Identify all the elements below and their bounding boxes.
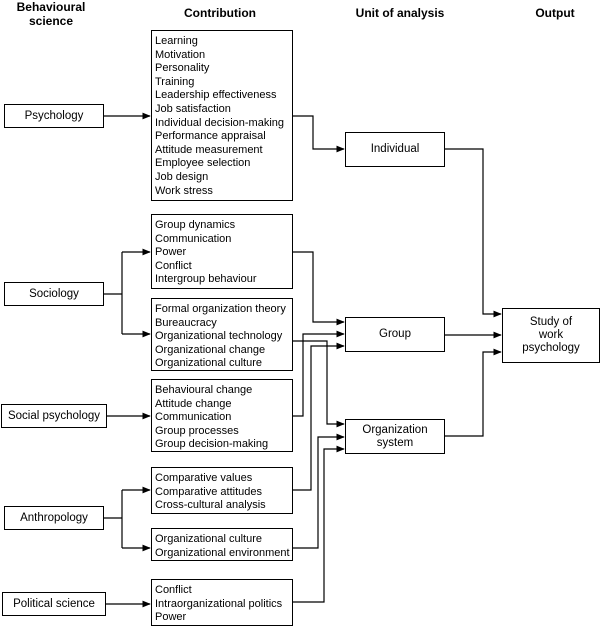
contribution-item: Comparative values [155,472,253,484]
header-contribution: Contribution [184,6,256,20]
arrow-individual-to-output [445,148,502,318]
contribution-item: Work stress [155,184,213,197]
arrow-sociology-group-to-group [293,251,345,326]
contribution-item: Organizational environment [155,546,290,559]
contribution-item: Cross-cultural analysis [155,499,266,512]
arrow-anthropology-culture-to-organization [293,433,345,549]
contribution-item: Power [155,611,187,624]
contribution-item: Leadership effectiveness [155,89,277,102]
contribution-item: Attitude measurement [155,143,263,156]
contribution-item: Communication [155,232,232,245]
contribution-item: Individual decision-making [155,116,285,129]
science-political-science: Political science [2,592,106,616]
contribution-item: Comparative attitudes [155,485,262,498]
contribution-item: Job satisfaction [155,102,231,115]
contribution-item: Organizational technology [155,330,283,343]
contribution-item: Conflict [155,259,192,272]
contribution-item: Motivation [155,48,206,61]
contribution-item: Bureaucracy [155,316,217,329]
output-study-of-work-psychology: Study of work psychology [502,308,600,363]
science-sociology: Sociology [4,282,104,306]
contribution-item: Organizational change [155,343,266,356]
contribution-item: Conflict [155,584,192,596]
contribution-item: Organizational culture [155,533,263,545]
science-psychology: Psychology [4,104,104,128]
unit-organization-system: Organization system [345,419,445,454]
contribution-item: Employee selection [155,157,251,170]
arrow-social-psychology-to-group [293,330,345,417]
contribution-item: Job design [155,170,209,183]
contribution-item: Training [155,75,195,88]
contribution-item: Intergroup behaviour [155,273,257,286]
science-social-psychology: Social psychology [1,404,107,428]
contribution-item: Power [155,246,187,259]
arrow-political-science-to-organization [293,445,345,603]
contribution-item: Performance appraisal [155,130,266,143]
arrow-organization-to-output [445,348,502,437]
contribution-item: Group decision-making [155,438,269,451]
unit-group: Group [345,317,445,352]
contribution-item: Formal organization theory [155,303,286,315]
header-output: Output [535,6,575,20]
science-anthropology: Anthropology [4,506,104,530]
contribution-item: Learning [155,35,198,47]
contribution-item: Communication [155,411,232,424]
contribution-item: Attitude change [155,397,232,410]
contribution-item: Personality [155,62,210,75]
contribution-item: Behavioural change [155,384,253,396]
unit-individual: Individual [345,132,445,167]
header-unit-of-analysis: Unit of analysis [355,6,445,20]
arrow-anthropology-values-to-group [293,342,345,491]
header-behavioural-science: Behavioural science [16,0,86,28]
contribution-item: Intraorganizational politics [155,597,283,610]
contribution-item: Group dynamics [155,219,236,231]
arrow-psychology-to-individual [293,115,345,153]
contribution-item: Group processes [155,424,239,437]
contribution-item: Organizational culture [155,357,263,370]
arrow-sociology-org-to-organization [293,340,345,428]
